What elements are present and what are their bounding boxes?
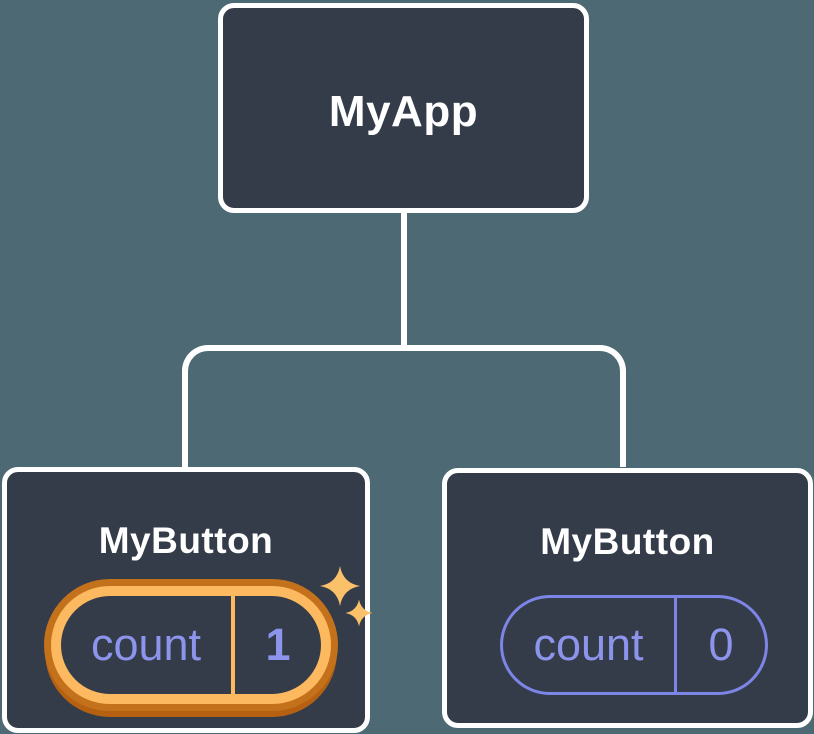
node-mybutton-left: MyButton count 1 <box>2 467 373 733</box>
pill-divider <box>674 598 677 692</box>
sparkles-icon <box>308 554 380 636</box>
state-key: count <box>533 619 644 670</box>
connector-branch <box>182 345 626 467</box>
node-mybutton-right-label: MyButton <box>540 521 715 562</box>
connector-root-stem <box>401 210 407 348</box>
node-mybutton-left-label: MyButton <box>98 520 274 561</box>
state-pill-normal: count 0 <box>500 595 768 695</box>
pill-divider <box>231 596 235 694</box>
node-myapp: MyApp <box>218 3 589 213</box>
state-value: 1 <box>265 619 291 670</box>
state-value: 0 <box>708 619 734 670</box>
state-key: count <box>90 619 202 670</box>
state-pill-highlighted: count 1 <box>51 586 331 704</box>
node-mybutton-right: MyButton count 0 <box>442 468 813 728</box>
node-myapp-label: MyApp <box>328 87 479 136</box>
